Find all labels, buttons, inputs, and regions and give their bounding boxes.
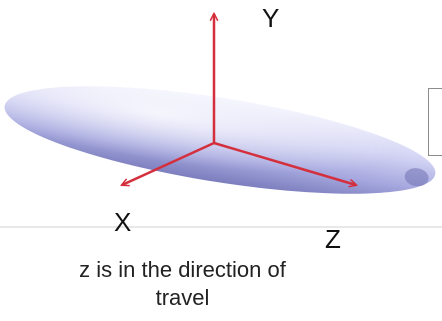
partial-text-box	[428, 88, 442, 156]
z-axis-arrow	[213, 141, 356, 185]
x-axis-label: X	[114, 207, 132, 237]
caption-line-2: travel	[155, 285, 210, 310]
x-axis-arrow	[122, 141, 215, 185]
ellipsoid-body	[4, 86, 436, 194]
caption-line-1: z is in the direction of	[79, 257, 286, 282]
z-axis-label: Z	[325, 224, 341, 254]
y-axis-label: Y	[262, 3, 280, 33]
caption: z is in the direction of travel	[40, 256, 325, 312]
